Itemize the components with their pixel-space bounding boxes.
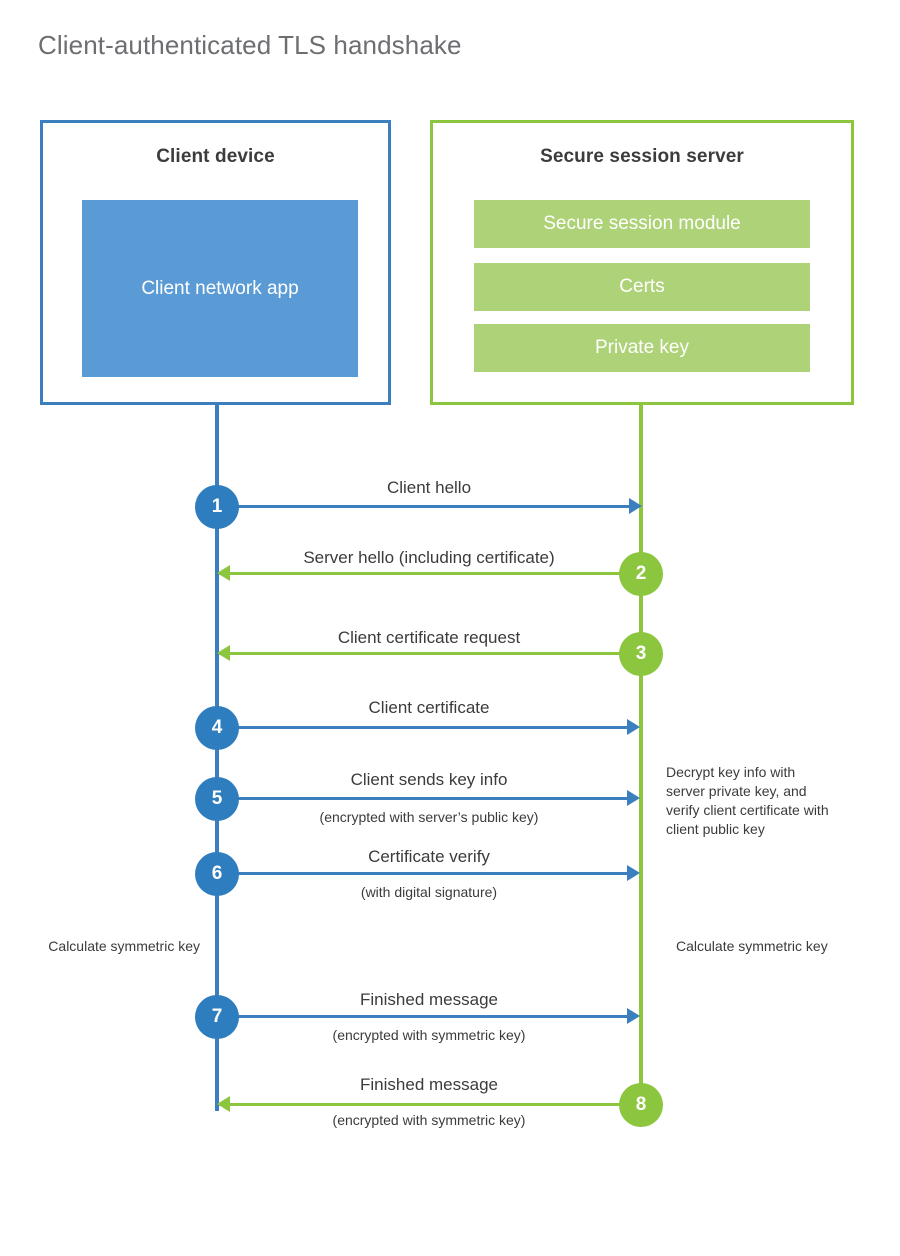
client-device-box: Client device Client network app [40,120,391,405]
page-title: Client-authenticated TLS handshake [38,30,462,60]
server-block-private-key: Private key [474,324,810,372]
message-label-step-8: Finished message [360,1075,498,1094]
message-sublabel-step-6: (with digital signature) [360,884,498,900]
arrow-line-step-2 [219,572,631,575]
secure-session-server-box: Secure session server Secure session mod… [430,120,854,405]
arrow-line-step-4 [217,726,627,729]
arrow-head-step-3 [217,645,230,661]
arrow-line-step-5 [217,797,627,800]
step-circle-2[interactable]: 2 [619,552,663,596]
arrow-line-step-1 [217,505,629,508]
note-server-calculate-symmetric-key: Calculate symmetric key [676,938,828,954]
secure-session-server-title: Secure session server [540,146,744,167]
arrow-head-step-6 [627,865,640,881]
arrow-head-step-4 [627,719,640,735]
note-server-decrypt: Decrypt key info with server private key… [666,764,829,837]
arrow-head-step-7 [627,1008,640,1024]
message-label-step-7: Finished message [360,990,498,1009]
server-block-secure-session-module: Secure session module [474,200,810,248]
server-block-certs: Certs [474,263,810,311]
arrow-line-step-3 [219,652,631,655]
step-circle-3[interactable]: 3 [619,632,663,676]
step-circle-4[interactable]: 4 [195,706,239,750]
message-label-step-6: Certificate verify [368,847,490,866]
arrow-head-step-5 [627,790,640,806]
arrow-line-step-6 [217,872,627,875]
message-label-step-1: Client hello [386,478,472,497]
step-circle-6[interactable]: 6 [195,852,239,896]
server-lifeline [639,405,643,1105]
note-client-calculate-symmetric-key: Calculate symmetric key [48,938,200,954]
step-circle-1[interactable]: 1 [195,485,239,529]
client-lifeline [215,405,219,1111]
client-network-app-block: Client network app [82,200,358,377]
client-device-title: Client device [156,146,275,167]
arrow-line-step-8 [219,1103,631,1106]
step-circle-8[interactable]: 8 [619,1083,663,1127]
message-label-step-5: Client sends key info [350,770,508,789]
arrow-head-step-2 [217,565,230,581]
arrow-head-step-8 [217,1096,230,1112]
step-circle-7[interactable]: 7 [195,995,239,1039]
step-circle-5[interactable]: 5 [195,777,239,821]
message-label-step-2: Server hello (including certificate) [303,548,555,567]
arrow-line-step-7 [217,1015,627,1018]
message-sublabel-step-5: (encrypted with server’s public key) [319,809,539,825]
message-label-step-4: Client certificate [368,698,490,717]
message-sublabel-step-7: (encrypted with symmetric key) [332,1027,526,1043]
message-sublabel-step-8: (encrypted with symmetric key) [332,1112,526,1128]
arrow-head-step-1 [629,498,642,514]
message-label-step-3: Client certificate request [337,628,521,647]
